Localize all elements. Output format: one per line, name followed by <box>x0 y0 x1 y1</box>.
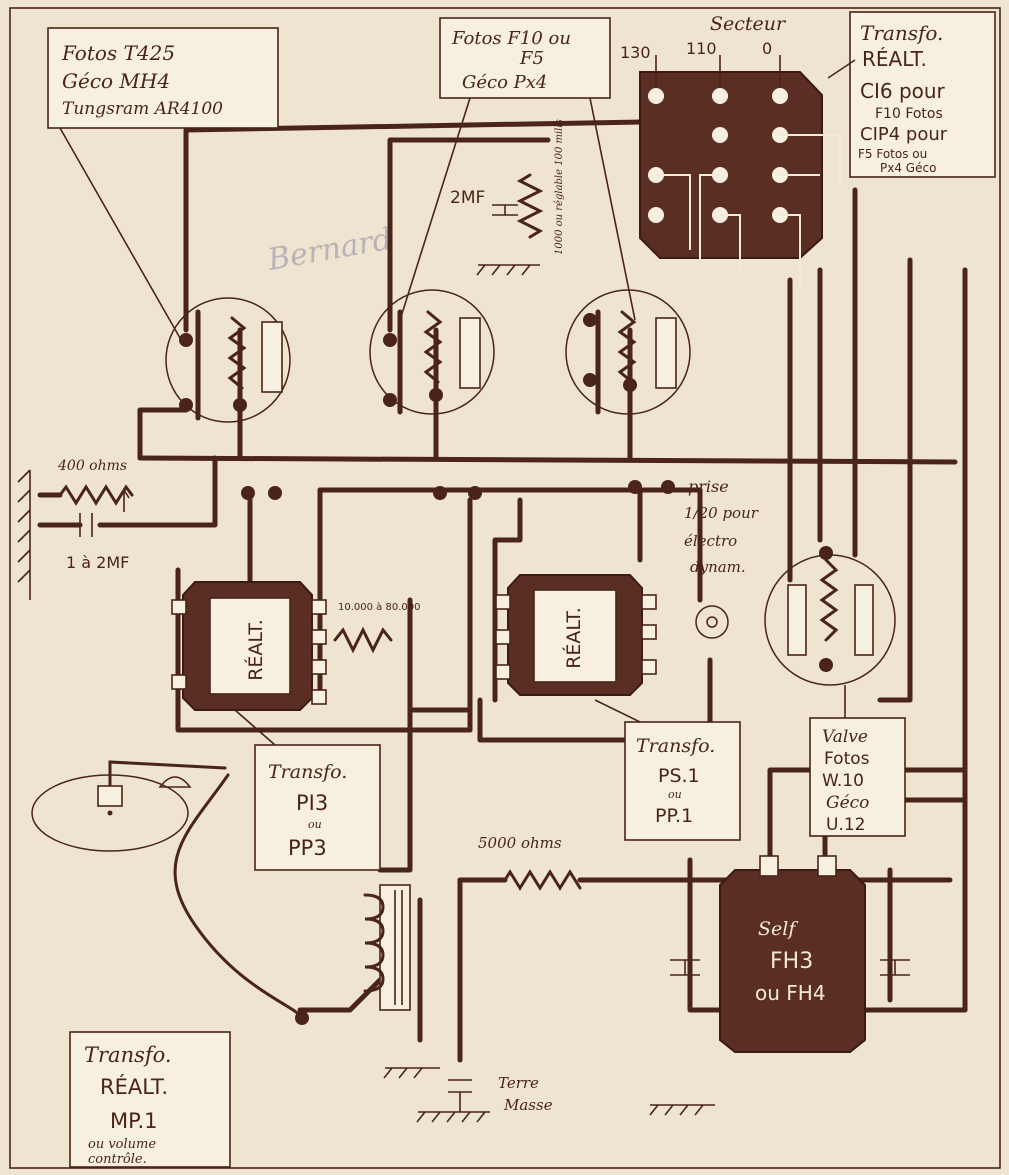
svg-text:ou volume: ou volume <box>88 1137 156 1152</box>
svg-text:Géco: Géco <box>826 793 869 813</box>
svg-text:Terre: Terre <box>498 1074 539 1092</box>
label-10000: 10.000 à 80.000 <box>338 601 420 613</box>
label-pot-note: 1000 ou réglable 100 mills <box>554 119 565 255</box>
svg-text:Géco MH4: Géco MH4 <box>62 69 170 93</box>
signature: Bernard <box>264 222 394 278</box>
svg-text:ou FH4: ou FH4 <box>755 981 826 1005</box>
svg-text:prise: prise <box>688 477 729 496</box>
tap-0: 0 <box>762 39 772 58</box>
svg-text:RÉALT.: RÉALT. <box>100 1074 168 1099</box>
tube-1 <box>165 297 291 423</box>
frame <box>9 7 1001 1169</box>
label-2mf: 2MF <box>450 188 485 208</box>
svg-text:FH3: FH3 <box>770 949 813 974</box>
pickup <box>31 760 304 1020</box>
svg-text:CIP4 pour: CIP4 pour <box>860 124 948 145</box>
realt-label-1: RÉALT. <box>244 619 267 681</box>
label-5000-ohms: 5000 ohms <box>478 834 562 852</box>
svg-text:1/20 pour: 1/20 pour <box>684 504 759 522</box>
label-prise: prise 1/20 pour électro dynam. <box>684 477 759 576</box>
svg-text:ou: ou <box>308 818 322 831</box>
svg-text:PP.1: PP.1 <box>655 805 693 827</box>
wiring <box>37 119 968 1063</box>
svg-text:MP.1: MP.1 <box>110 1109 158 1133</box>
svg-text:ou: ou <box>668 788 682 801</box>
svg-text:W.10: W.10 <box>822 771 864 791</box>
svg-text:Fotos T425: Fotos T425 <box>61 41 175 65</box>
svg-text:Transfo.: Transfo. <box>860 21 943 45</box>
svg-text:Fotos: Fotos <box>824 749 870 769</box>
svg-text:CI6 pour: CI6 pour <box>860 79 946 103</box>
svg-text:Transfo.: Transfo. <box>636 735 715 757</box>
svg-text:Fotos F10 ou: Fotos F10 ou <box>451 28 571 49</box>
svg-text:Transfo.: Transfo. <box>268 761 347 783</box>
svg-text:PP3: PP3 <box>288 836 327 860</box>
svg-text:F5 Fotos ou: F5 Fotos ou <box>858 147 927 161</box>
rectifier-valve <box>764 554 896 686</box>
junctions <box>179 313 833 1025</box>
label-transfo-pi3: Transfo. PI3 ou PP3 <box>234 709 381 871</box>
svg-text:F5: F5 <box>519 48 544 69</box>
output-transformer <box>363 884 411 1011</box>
label-tube-1: Fotos T425 Géco MH4 Tungsram AR4100 <box>47 27 279 339</box>
tube-3 <box>565 289 691 415</box>
svg-text:F10 Fotos: F10 Fotos <box>875 106 943 122</box>
svg-text:RÉALT.: RÉALT. <box>862 47 927 71</box>
label-1-a-2mf: 1 à 2MF <box>66 553 129 572</box>
label-transfo-mp1: Transfo. RÉALT. MP.1 ou volume contrôle. <box>69 1031 231 1168</box>
tube-2 <box>369 289 495 415</box>
label-terre: Terre Masse <box>498 1074 553 1114</box>
label-tube-23: Fotos F10 ou F5 Géco Px4 <box>399 17 636 321</box>
svg-text:Masse: Masse <box>503 1096 553 1114</box>
interstage-transformer-2: RÉALT. <box>495 574 729 696</box>
svg-text:électro: électro <box>684 532 737 550</box>
passive-components <box>58 173 582 891</box>
svg-text:PS.1: PS.1 <box>658 765 700 787</box>
svg-text:Tungsram AR4100: Tungsram AR4100 <box>62 99 223 119</box>
label-transfo-ps1: Transfo. PS.1 ou PP.1 <box>594 699 741 841</box>
svg-text:Géco Px4: Géco Px4 <box>462 72 547 93</box>
svg-text:U.12: U.12 <box>826 815 865 835</box>
svg-text:dynam.: dynam. <box>690 558 746 576</box>
interstage-transformer-1: RÉALT. <box>171 581 327 711</box>
svg-text:Self: Self <box>758 918 798 940</box>
label-transfo-alim: Transfo. RÉALT. CI6 pour F10 Fotos CIP4 … <box>827 11 996 178</box>
tap-130: 130 <box>620 43 651 62</box>
realt-label-2: RÉALT. <box>562 607 585 669</box>
svg-text:PI3: PI3 <box>296 791 328 815</box>
svg-text:Px4 Géco: Px4 Géco <box>880 161 936 175</box>
svg-text:contrôle.: contrôle. <box>88 1152 147 1167</box>
mains-transformer <box>639 55 841 290</box>
svg-text:Valve: Valve <box>822 727 868 747</box>
self-choke <box>670 855 910 1053</box>
tap-110: 110 <box>686 39 717 58</box>
label-secteur: Secteur <box>710 13 787 35</box>
label-400-ohms: 400 ohms <box>57 458 127 474</box>
svg-text:Transfo.: Transfo. <box>84 1043 172 1067</box>
ground-symbols <box>17 264 715 1123</box>
label-self: Self FH3 ou FH4 <box>755 918 826 1005</box>
label-valve: Valve Fotos W.10 Géco U.12 <box>809 685 906 837</box>
